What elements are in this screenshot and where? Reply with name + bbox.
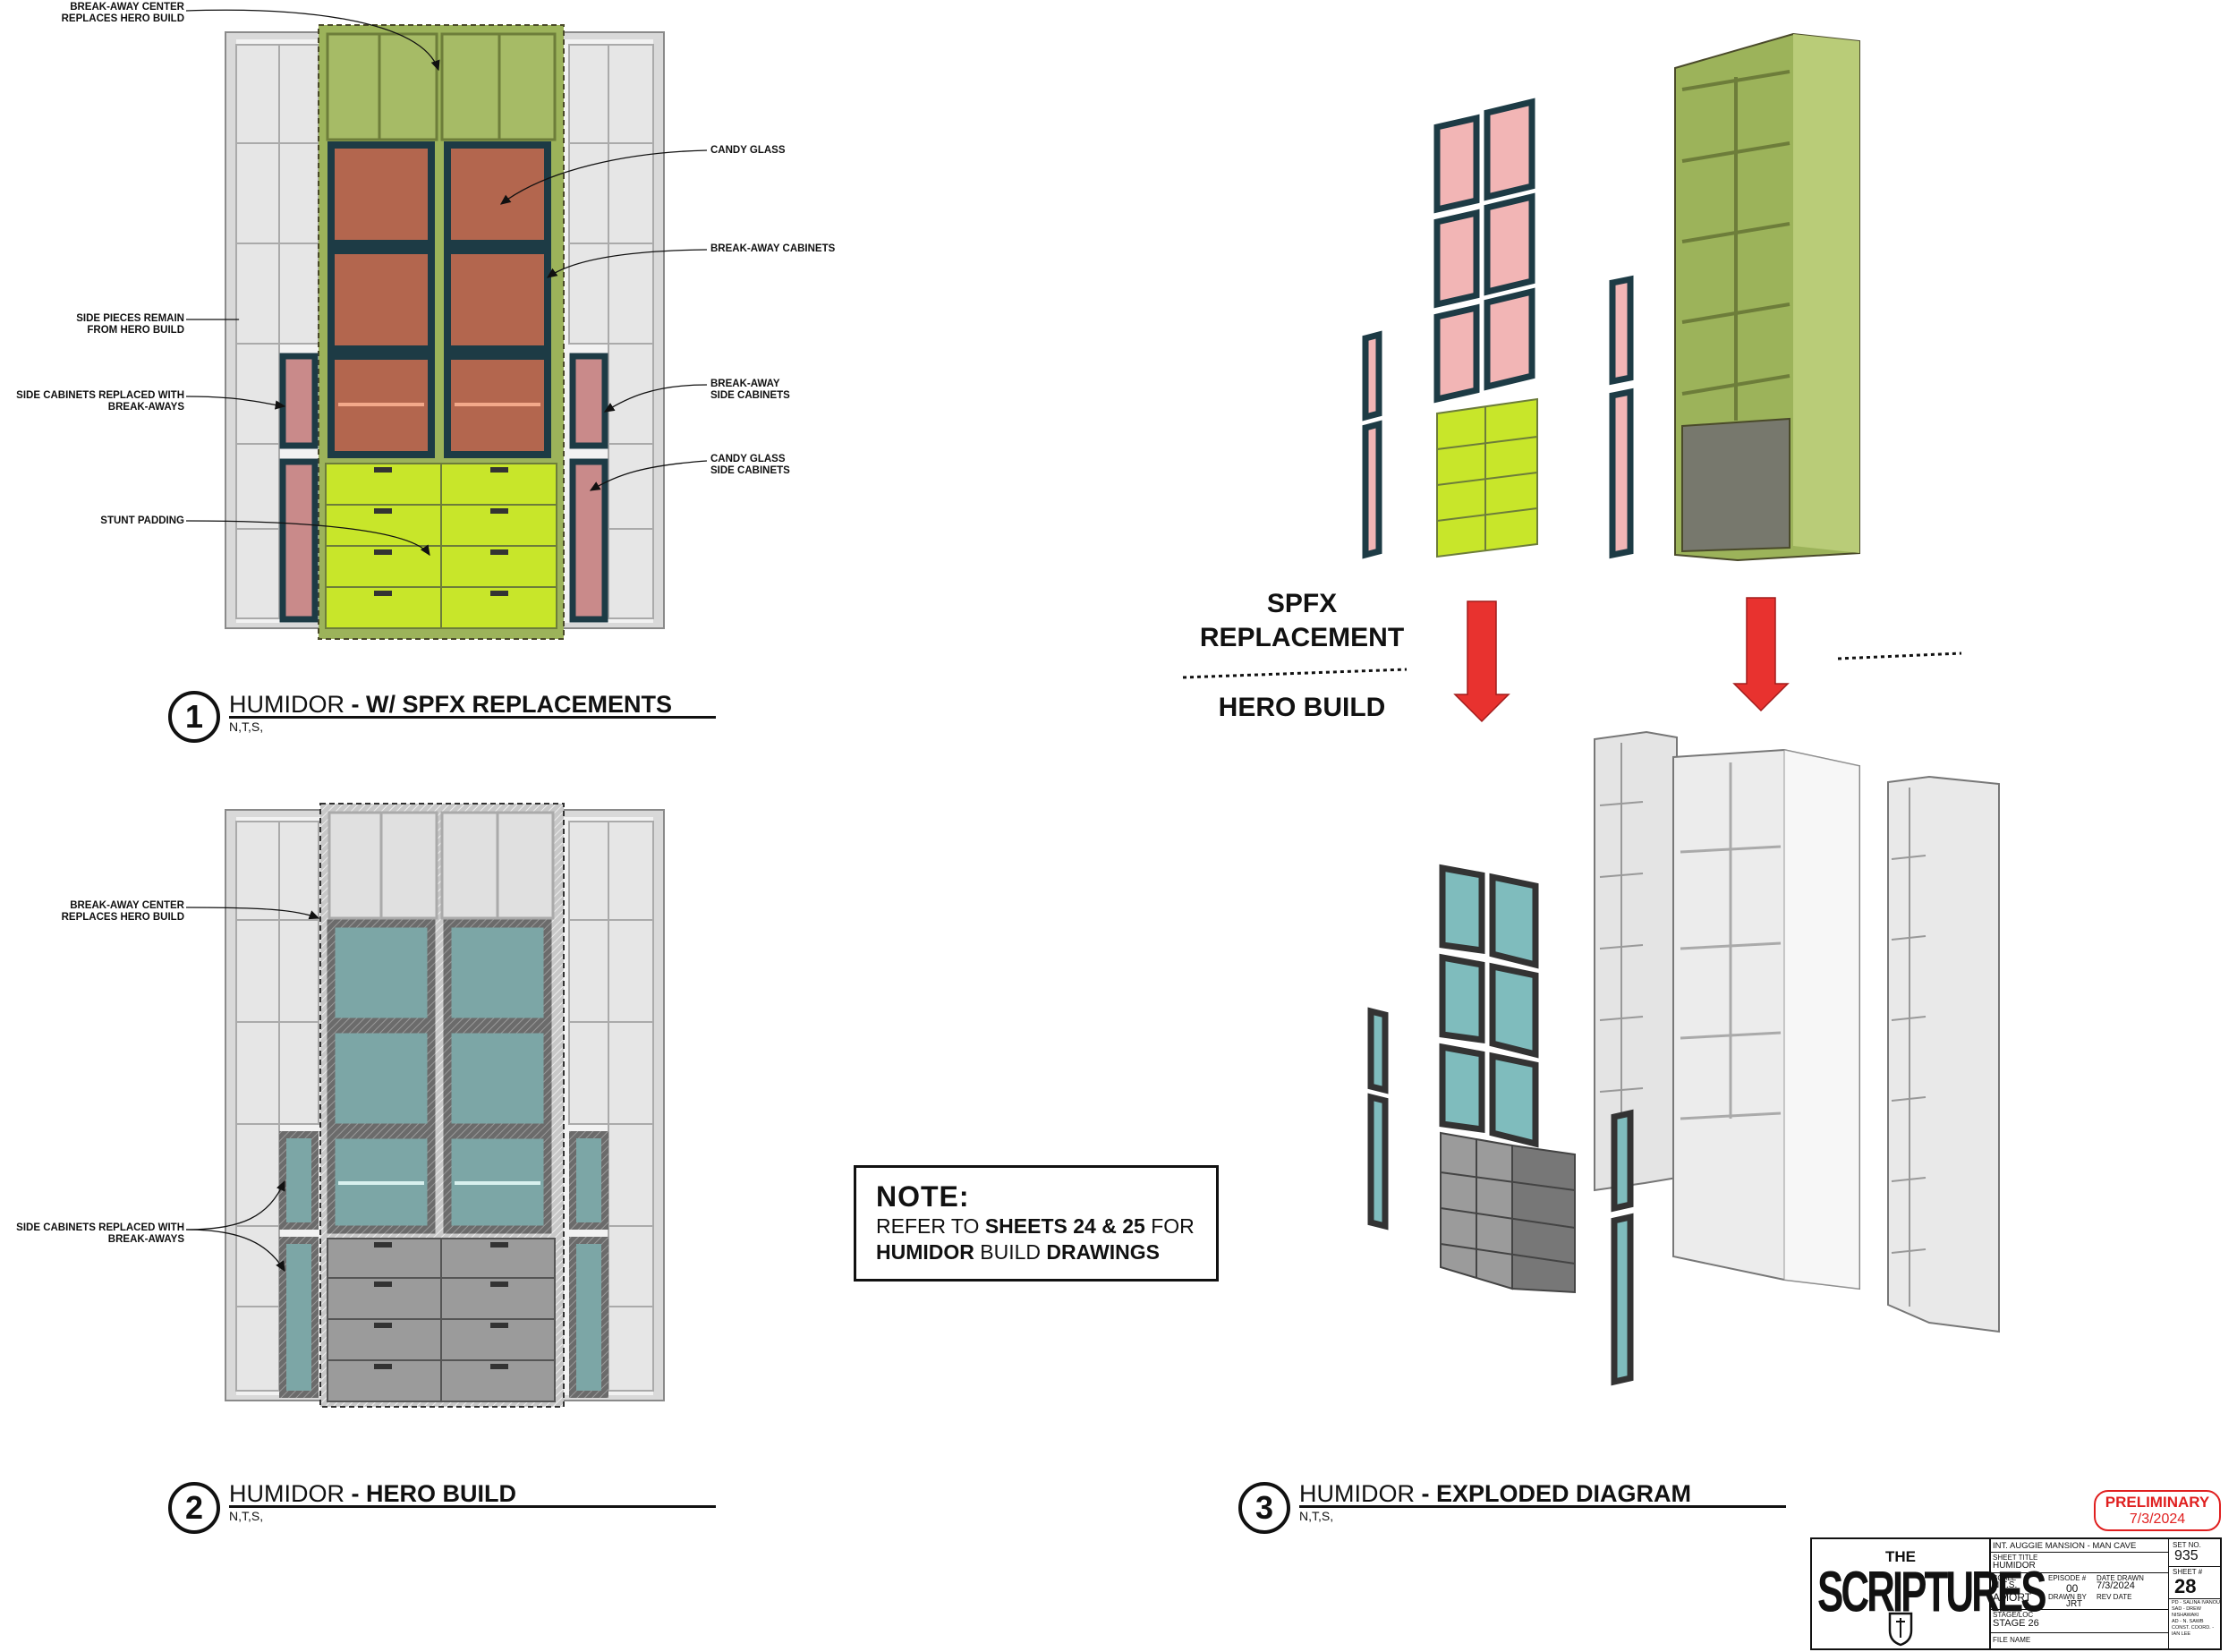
v3-dotted-divider [1182,668,1408,679]
v1-top-cubbies [326,32,557,141]
preliminary-stamp: PRELIMINARY 7/3/2024 [2094,1490,2221,1531]
note-line1-c: FOR [1144,1214,1195,1238]
tb-set-label: AMORT [1993,1591,2032,1604]
stamp-date: 7/3/2024 [2129,1511,2186,1527]
note-line2-c: DRAWINGS [1046,1240,1160,1264]
title-block-numbers: SET NO. 935 SHEET # 28 PD - SALINA IVANO… [2169,1539,2220,1648]
callout-breakaway-cabinets: BREAK-AWAY CABINETS [710,243,836,254]
view3-number: 3 [1238,1482,1290,1534]
callout-candy-glass: CANDY GLASS [710,145,786,156]
tb-file-label: FILE NAME [1993,1636,2031,1644]
callout-v2-side-cabinets: SIDE CABINETS REPLACED WITH BREAK-AWAYS [16,1222,184,1245]
view3-exploded [1182,32,2000,1386]
note-line-1: REFER TO SHEETS 24 & 25 FOR [876,1213,1196,1239]
view2-elevation [185,803,665,1408]
v3-hero-drawers [1440,1131,1576,1294]
scriptures-logo: THE SCRIPTURES [1812,1539,2047,1648]
tb-project: INT. AUGGIE MANSION - MAN CAVE [1993,1541,2137,1551]
tb-set-no-label: SET NO. [2173,1541,2201,1549]
note-line2-b: BUILD [974,1240,1047,1264]
tb-scale-label: SCALE [1993,1574,2017,1582]
callout-stunt-padding: STUNT PADDING [100,515,184,526]
tb-drawn-by: JRT [2066,1599,2083,1609]
view2-scale: N,T,S, [229,1509,264,1523]
note-line1-b: SHEETS 24 & 25 [984,1214,1145,1238]
v1-right-shelving [568,44,654,619]
view3-scale: N,T,S, [1299,1509,1334,1523]
v2-left-shelving [235,821,319,1392]
view1-subtitle: - W/ SPFX REPLACEMENTS [351,691,673,718]
view1-title-text: HUMIDOR - W/ SPFX REPLACEMENTS [229,691,672,719]
note-line-2: HUMIDOR BUILD DRAWINGS [876,1239,1196,1265]
hero-build-label: HERO BUILD [1218,693,1386,722]
view1-scale: N,T,S, [229,720,264,734]
v3-spfx-center-unit [1674,32,1860,562]
v1-left-shelving [235,44,319,619]
v3-hero-center-unit [1672,748,1860,1290]
view3-title-text: HUMIDOR - EXPLODED DIAGRAM [1299,1480,1691,1508]
tb-sheet-no-label: SHEET # [2173,1568,2203,1576]
tb-stage: STAGE 26 [1993,1618,2039,1629]
callout-candy-glass-side: CANDY GLASS SIDE CABINETS [710,454,790,476]
view2-number: 2 [168,1482,220,1534]
title-block-info: INT. AUGGIE MANSION - MAN CAVE SHEET TIT… [1989,1539,2168,1648]
tb-drawn-by-label: DRAWN BY [2048,1593,2087,1601]
callout-breakaway-side: BREAK-AWAY SIDE CABINETS [710,379,790,401]
tb-stage-label: STAGE/LOC [1993,1611,2034,1619]
view2-title-text: HUMIDOR - HERO BUILD [229,1480,516,1508]
stamp-label: PRELIMINARY [2105,1494,2210,1511]
view1-title-name: HUMIDOR [229,691,344,718]
v3-spfx-doors [1362,98,1634,559]
tb-sheet-no: 28 [2174,1575,2197,1597]
v1-candy-glass-cabinets [327,141,551,458]
title-block: THE SCRIPTURES INT. AUGGIE MANSION - MAN… [1810,1537,2222,1650]
view2-subtitle: - HERO BUILD [351,1480,517,1507]
tb-sheet-title-label: SHEET TITLE [1993,1554,2038,1562]
v3-spfx-drawers [1436,397,1538,558]
note-line1-a: REFER TO [876,1214,985,1238]
view3-title-name: HUMIDOR [1299,1480,1415,1507]
view2-title-rule [229,1505,716,1508]
logo-name: SCRIPTURES [1817,1561,2047,1625]
tb-sheet-title: HUMIDOR [1993,1561,2036,1571]
view3-title-rule [1299,1505,1786,1508]
view2-title-name: HUMIDOR [229,1480,344,1507]
v2-right-shelving [568,821,654,1392]
tb-episode: 00 [2066,1582,2079,1595]
logo-the: THE [1885,1548,1916,1565]
v3-hero-doors [1367,864,1634,1386]
tb-rev-date-label: REV DATE [2097,1593,2132,1601]
note-line2-a: HUMIDOR [876,1240,974,1264]
v3-red-arrows [1453,597,1790,723]
v2-side-cabinets [279,1131,608,1398]
v3-hero-side-unit-left [1594,730,1678,1192]
v3-hero-side-unit-right [1887,775,2000,1333]
callout-v2-breakaway-center: BREAK-AWAY CENTER REPLACES HERO BUILD [61,900,184,923]
tb-scale: N.T.S. [1993,1580,2018,1590]
callout-side-cabinets: SIDE CABINETS REPLACED WITH BREAK-AWAYS [16,390,184,413]
note-box: NOTE: REFER TO SHEETS 24 & 25 FOR HUMIDO… [854,1165,1219,1282]
spfx-replacement-label: SPFX REPLACEMENT [1199,589,1405,652]
tb-date-drawn-label: DATE DRAWN [2097,1574,2144,1582]
callout-side-pieces: SIDE PIECES REMAIN FROM HERO BUILD [76,313,184,336]
callout-breakaway-center: BREAK-AWAY CENTER REPLACES HERO BUILD [61,2,184,24]
view1-number: 1 [168,691,220,743]
view1-elevation [185,9,708,640]
tb-credits: PD - SALINA IVANOU SAD - DREW NISHAWAKI … [2172,1600,2220,1637]
view1-title-rule [229,716,716,719]
view3-subtitle: - EXPLODED DIAGRAM [1421,1480,1692,1507]
tb-date-drawn: 7/3/2024 [2097,1580,2135,1591]
tb-episode-label: EPISODE # [2048,1574,2087,1582]
v1-side-cabinets [279,353,608,623]
v2-top-cubbies [327,811,555,920]
note-heading: NOTE: [876,1180,970,1213]
shield-icon [1888,1612,1913,1647]
tb-set-no: 935 [2174,1548,2199,1563]
